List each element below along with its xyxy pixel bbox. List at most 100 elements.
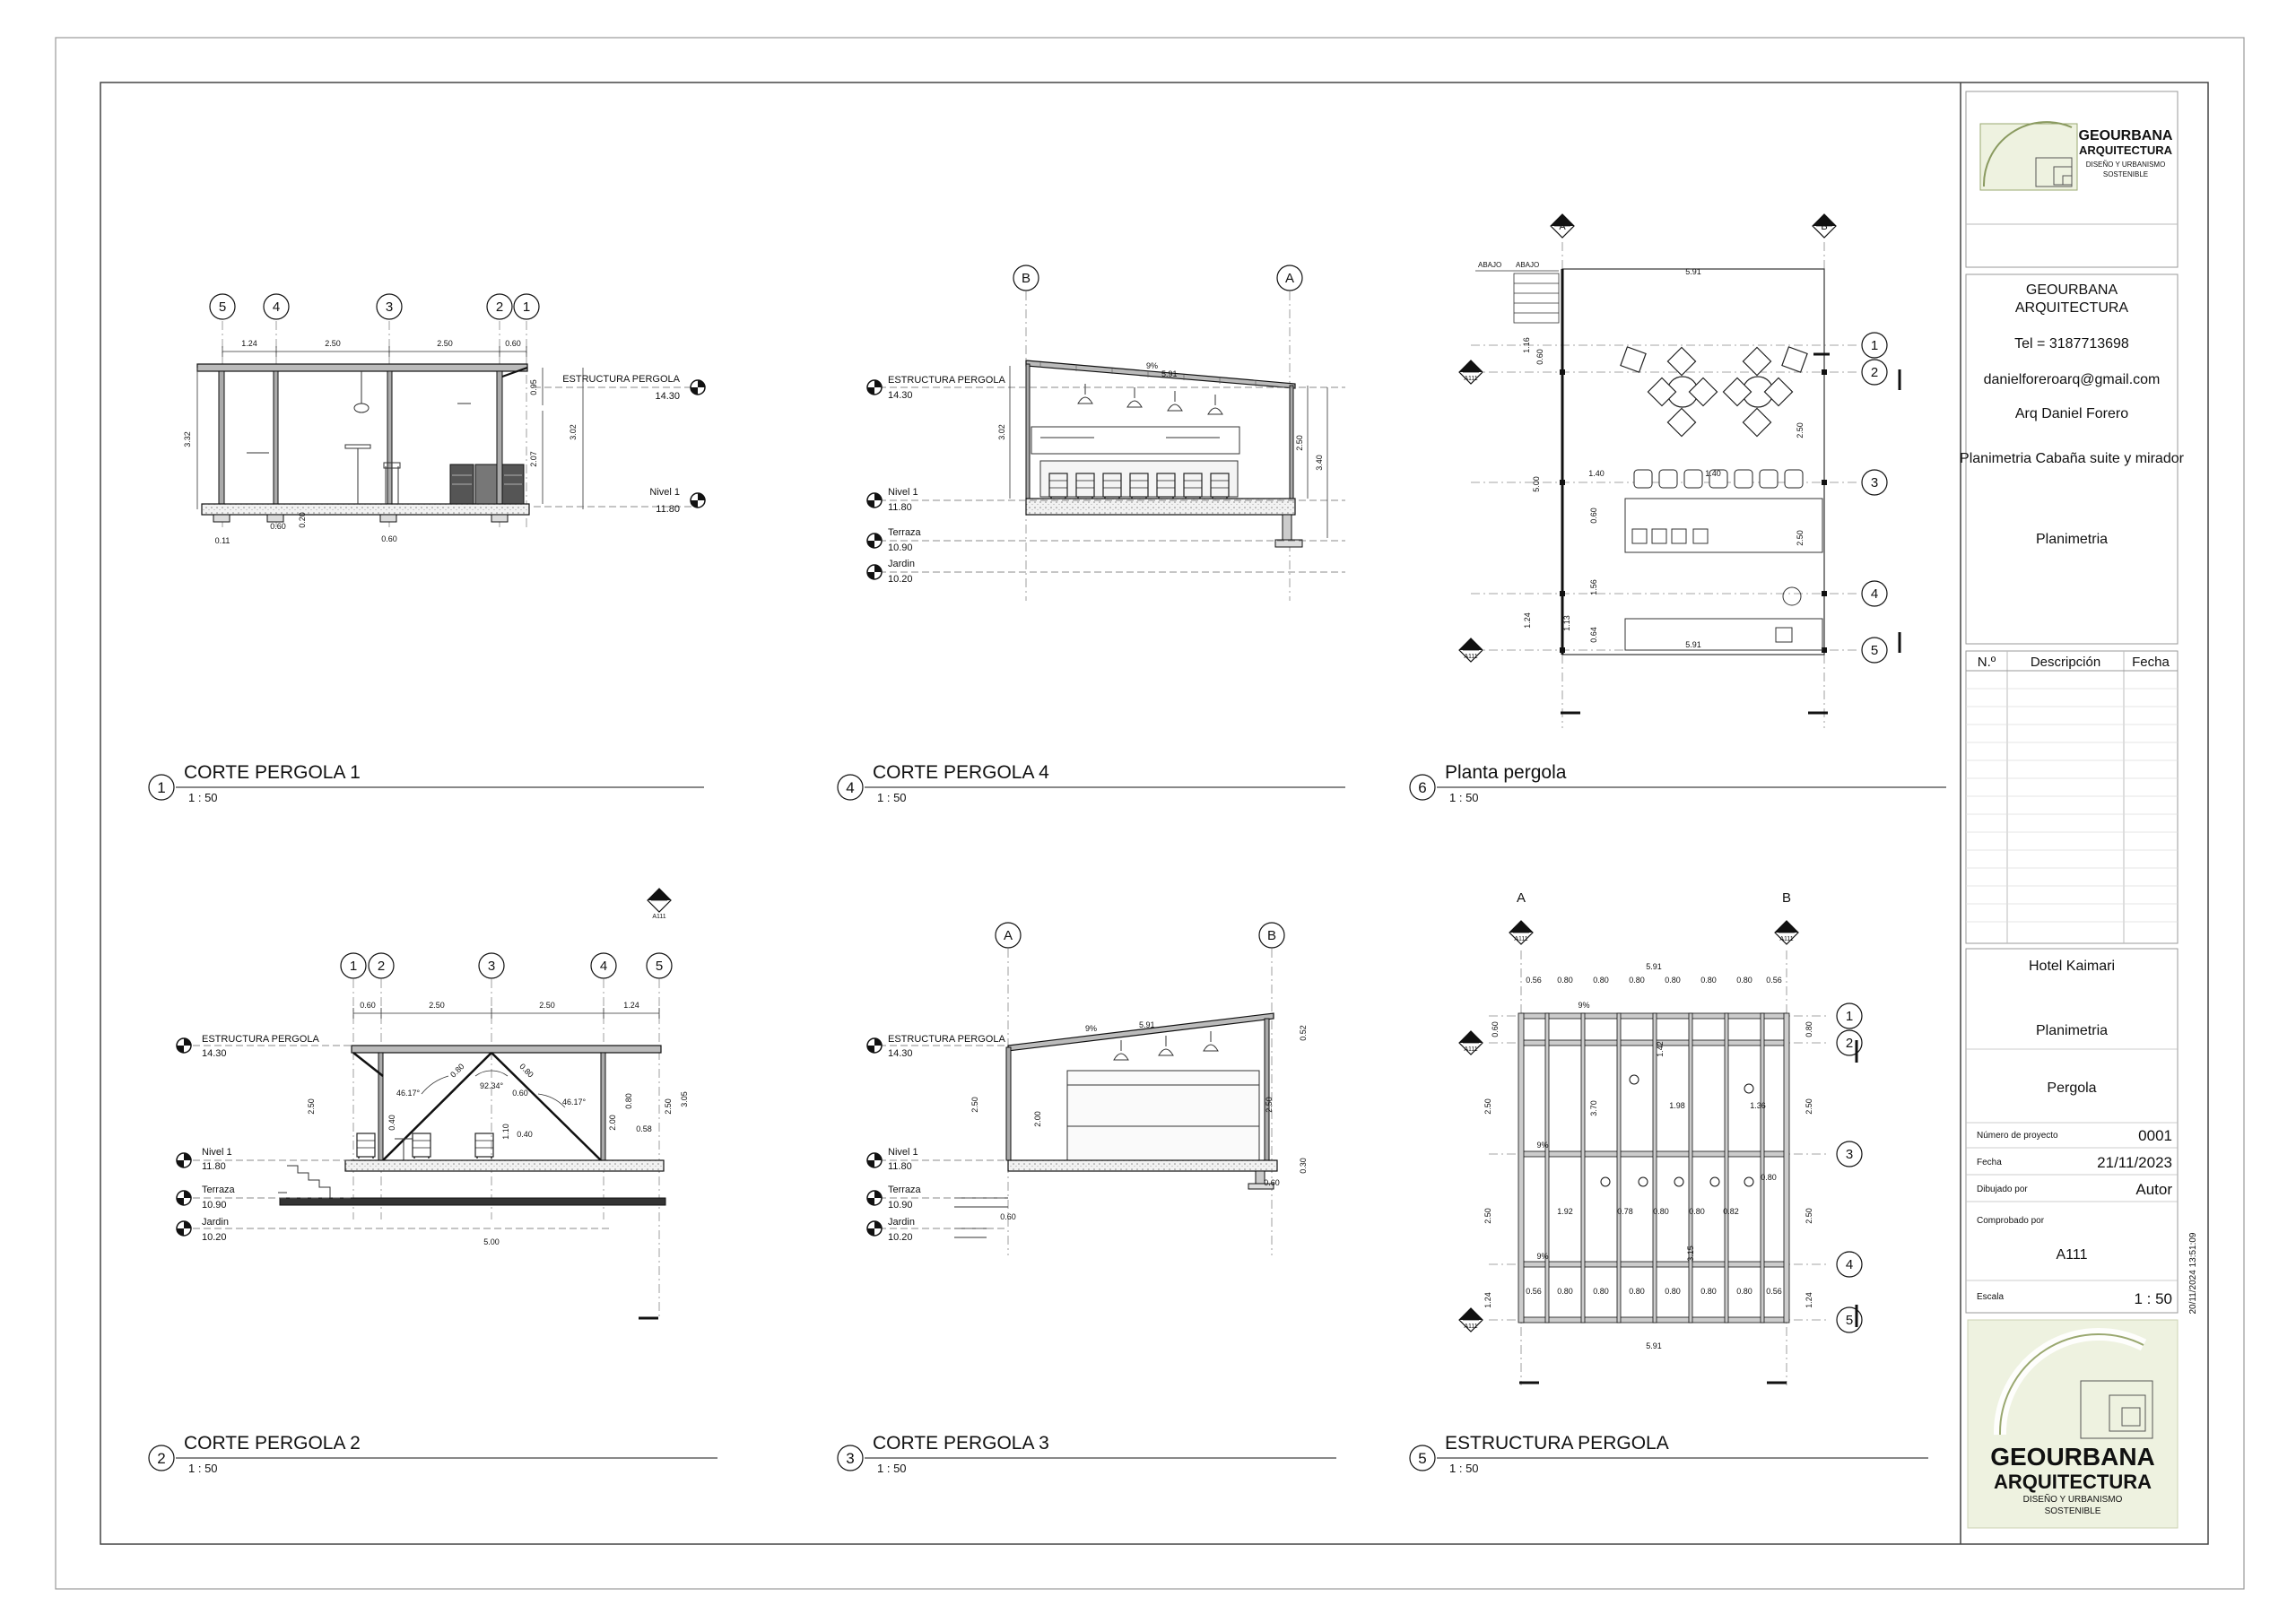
level-value: 14.30 [202, 1048, 227, 1059]
grid-label: 4 [1871, 586, 1878, 602]
dimension: 5.91 [1139, 1020, 1155, 1029]
view-ref: A111 [1514, 936, 1527, 942]
dimension: 2.50 [1805, 1098, 1813, 1115]
dimension: 1.24 [1805, 1292, 1813, 1308]
dimension: 2.00 [608, 1115, 617, 1131]
dimension: 2.50 [437, 339, 453, 348]
dimension: 0.80 [1557, 1287, 1573, 1296]
level-value: 11.80 [202, 1161, 226, 1172]
view-titles: 1 4 6 2 3 5 CORTE PERGOLA 1 CORTE PERGOL… [148, 762, 1946, 1475]
pergola-outline [1561, 268, 1825, 655]
dimension: 3.02 [997, 424, 1006, 440]
dimension: 1.24 [241, 339, 257, 348]
sheet-number: A111 [2057, 1247, 2088, 1263]
dimension: 1.16 [1522, 337, 1531, 353]
grid-label: 3 [386, 299, 393, 315]
level-name: ESTRUCTURA PERGOLA [562, 374, 680, 385]
level-value: 11.80 [656, 504, 680, 515]
view-ref: A111 [1464, 1046, 1477, 1053]
dimension: 2.50 [1483, 1098, 1492, 1115]
level-name: ESTRUCTURA PERGOLA [888, 375, 1005, 386]
dimension: 3.70 [1589, 1100, 1598, 1116]
grid-label: 2 [1846, 1036, 1853, 1051]
dimension: 2.50 [1265, 1097, 1274, 1113]
dimension: 1.98 [1669, 1101, 1685, 1110]
dimension: 5.91 [1646, 1341, 1662, 1350]
angle: 46.17° [562, 1098, 587, 1107]
level-value: 10.90 [888, 542, 913, 553]
grid-label: 1 [523, 299, 530, 315]
angle: 46.17° [396, 1089, 421, 1098]
dimension: 2.50 [1483, 1208, 1492, 1224]
grid-label: 5 [656, 959, 663, 974]
grid-label: 3 [488, 959, 495, 974]
grid-label: 1 [1846, 1009, 1853, 1024]
logo-text: GEOURBANA [1990, 1443, 2155, 1471]
level-name: Jardin [888, 559, 915, 569]
grid-label: A [1517, 890, 1526, 906]
level-name: Nivel 1 [649, 487, 680, 498]
company-name: ARQUITECTURA [2015, 300, 2129, 316]
view-number: 1 [157, 779, 165, 796]
email: danielforeroarq@gmail.com [1984, 372, 2161, 387]
level-name: ESTRUCTURA PERGOLA [202, 1034, 319, 1045]
dimension: 1.36 [1750, 1101, 1766, 1110]
dimension: 0.80 [1593, 976, 1609, 985]
view-number: 2 [157, 1450, 165, 1467]
dimension: 0.60 [1264, 1178, 1280, 1187]
grid-label: A [1559, 221, 1566, 232]
logo-text: SOSTENIBLE [2103, 170, 2148, 178]
dimension: 2.50 [307, 1098, 316, 1115]
dimension: 3.02 [569, 424, 578, 440]
dimension: 3.32 [183, 431, 192, 447]
dimension: 0.82 [1723, 1207, 1739, 1216]
floor-slab [201, 503, 530, 516]
logo-text: SOSTENIBLE [2045, 1506, 2101, 1516]
dimension: 1.92 [1557, 1207, 1573, 1216]
sheet-title: Pergola [2047, 1081, 2096, 1096]
dimension: 0.30 [1299, 1158, 1308, 1174]
dimension: 0.80 [1700, 1287, 1717, 1296]
view-ref: A111 [1464, 1324, 1477, 1330]
view-scale: 1 : 50 [188, 791, 218, 804]
view-title: ESTRUCTURA PERGOLA [1445, 1433, 1669, 1454]
dimension: 1.40 [1705, 469, 1721, 478]
dimension: 2.50 [539, 1001, 555, 1010]
logo-bottom [1967, 1319, 2179, 1529]
dimension: 2.50 [1805, 1208, 1813, 1224]
dimension: 0.20 [298, 512, 307, 528]
level-value: 11.80 [888, 502, 912, 513]
dimension: 0.80 [1689, 1207, 1705, 1216]
level-name: Jardin [888, 1217, 915, 1228]
dimension: 0.52 [1299, 1025, 1308, 1041]
dimension: 0.60 [1535, 349, 1544, 365]
revision-column-header: Fecha [2132, 655, 2170, 670]
grid-label: B [1821, 221, 1827, 232]
level-name: Nivel 1 [202, 1147, 232, 1158]
sheet-name: Planimetria [2036, 1023, 2108, 1038]
dimension: 2.50 [1295, 435, 1304, 451]
dimension: 0.80 [1736, 976, 1752, 985]
level-value: 10.20 [888, 574, 913, 585]
grid-label: 2 [1871, 365, 1878, 380]
view-corte-pergola-4: B A 9% 5.91 [866, 265, 1345, 601]
field-label: Dibujado por [1977, 1185, 2028, 1194]
logo-text: DISEÑO Y URBANISMO [2086, 161, 2166, 169]
view-planta-pergola: A B 1 2 3 4 5 ABAJO [1458, 213, 1901, 728]
level-value: 10.20 [202, 1232, 227, 1243]
level-name: Nivel 1 [888, 1147, 918, 1158]
dimension: 0.40 [387, 1115, 396, 1131]
logo-text: DISEÑO Y URBANISMO [2023, 1493, 2123, 1505]
dimension: 5.91 [1161, 369, 1178, 378]
dimension: 0.80 [1593, 1287, 1609, 1296]
level-value: 14.30 [888, 390, 913, 401]
dimension: 2.00 [1033, 1111, 1042, 1127]
dimension: 0.60 [1491, 1021, 1500, 1037]
slope-label: 9% [1085, 1024, 1097, 1033]
field-label: Comprobado por [1977, 1216, 2045, 1226]
slope-label: 9% [1536, 1252, 1548, 1261]
view-scale: 1 : 50 [877, 791, 907, 804]
dimension: 1.13 [1562, 615, 1571, 631]
dimension: 0.60 [270, 522, 286, 531]
